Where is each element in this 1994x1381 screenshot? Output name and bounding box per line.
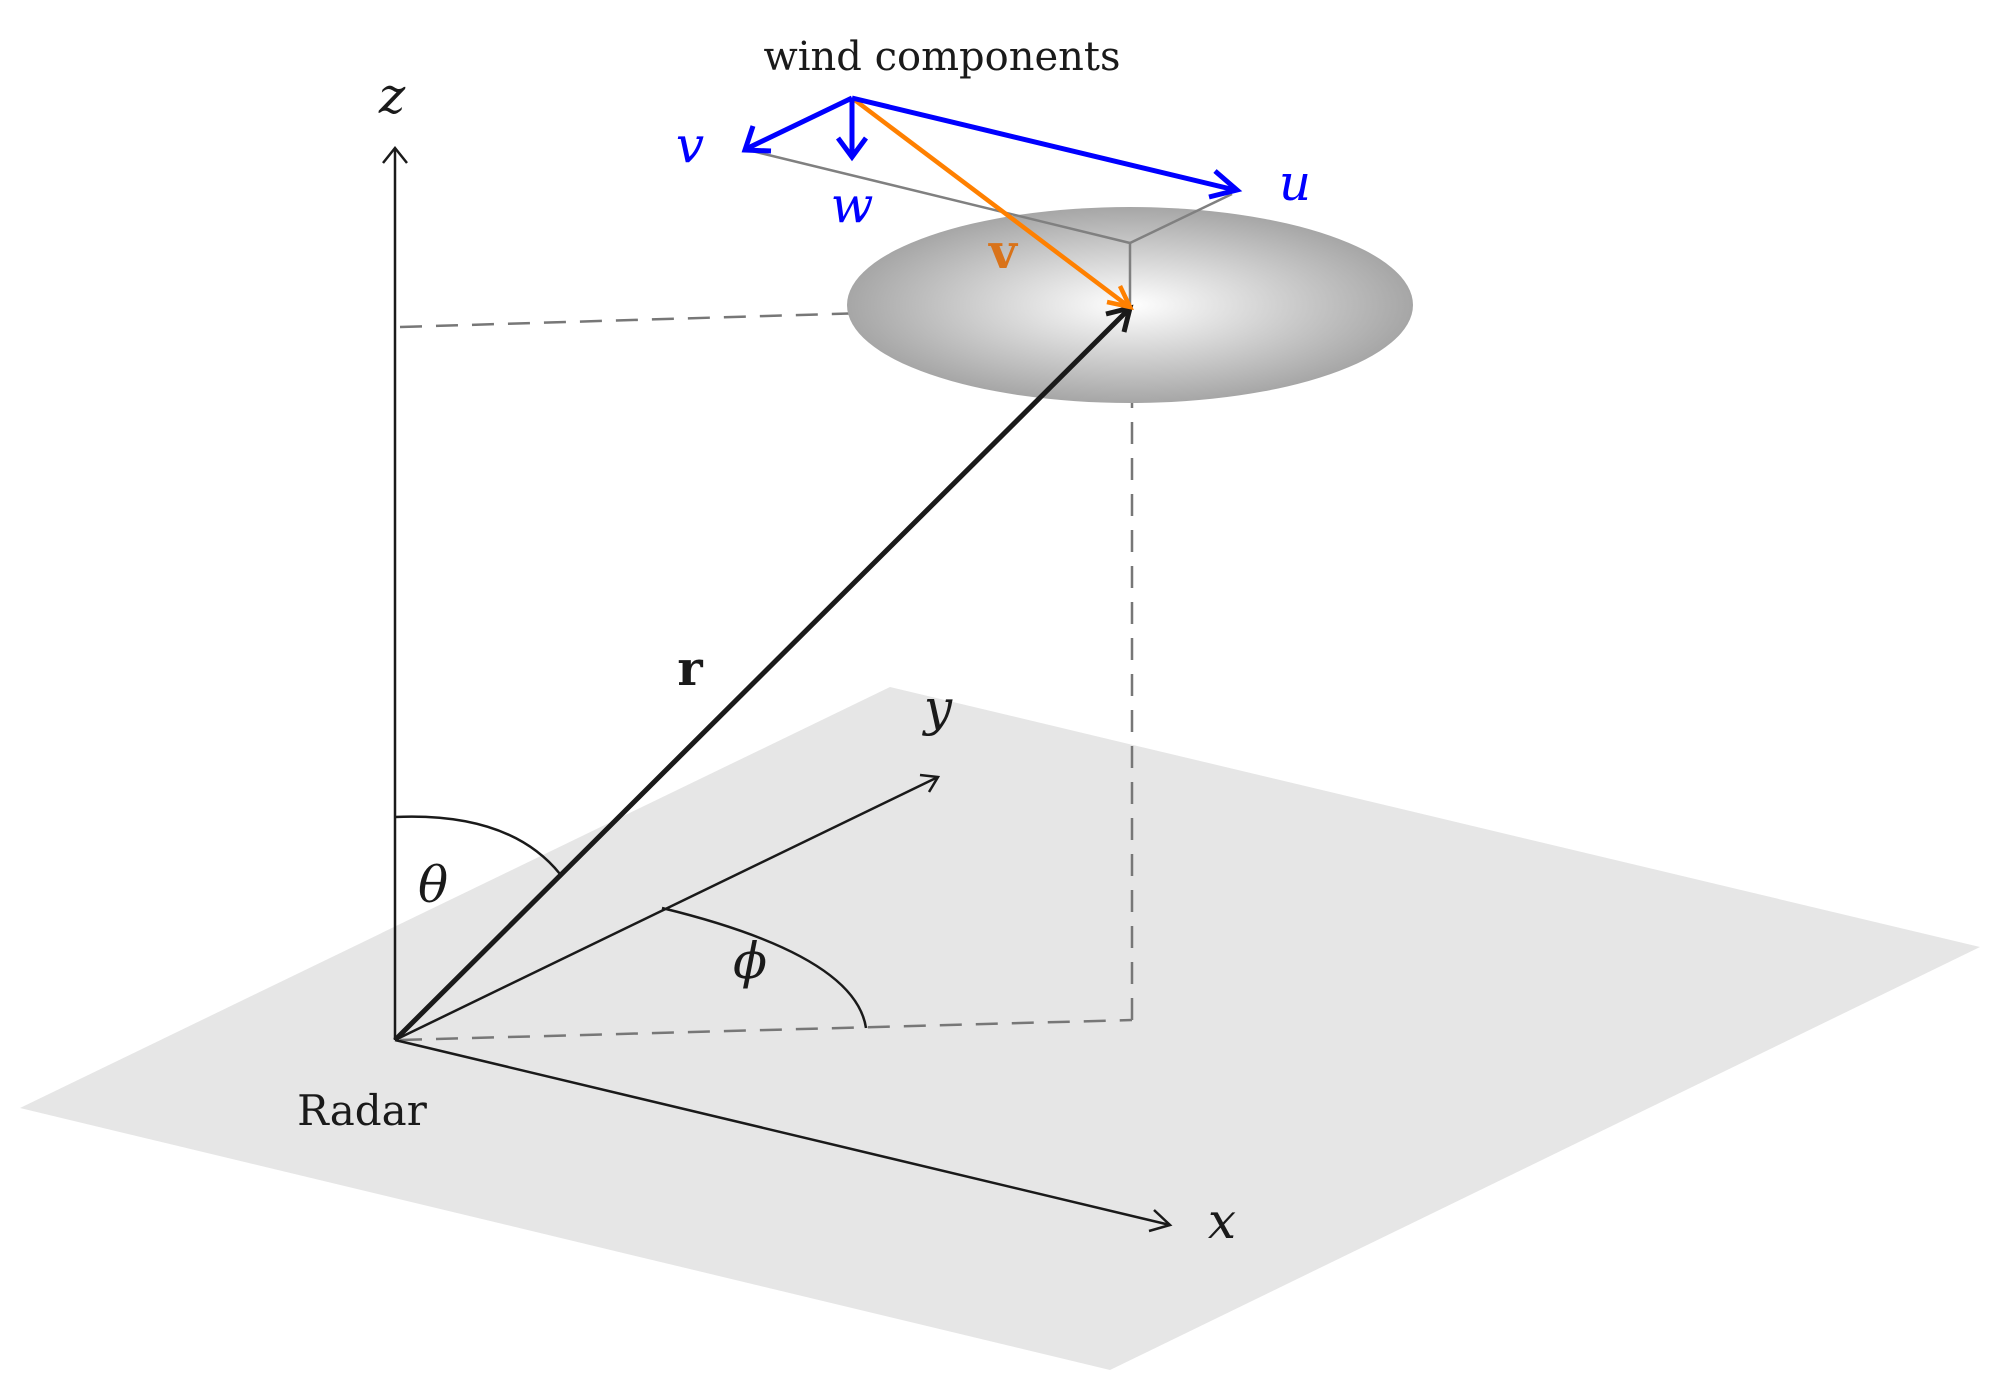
projection-lines — [399, 303, 1134, 1042]
w-component-arrowhead — [835, 136, 869, 162]
u-component-arrowhead — [1208, 169, 1243, 200]
component-construction — [747, 148, 1233, 305]
height-projection-line — [399, 303, 1133, 329]
component-label-w: w — [831, 176, 874, 234]
x-axis-line — [394, 1038, 1171, 1227]
construction-u-base — [1129, 192, 1233, 245]
phi-arc — [661, 906, 868, 1029]
u-component-shaft — [851, 95, 1236, 193]
component-label-u: u — [1279, 154, 1311, 212]
v-component-shaft — [746, 95, 854, 151]
wind-components — [741, 95, 1243, 200]
z-axis-arrowhead — [382, 145, 408, 164]
theta-label: θ — [418, 856, 448, 914]
wind-vector-shaft — [850, 96, 1130, 308]
x-axis — [394, 1038, 1173, 1233]
construction-v-base — [747, 148, 1131, 245]
diagram-title: wind components — [763, 34, 1120, 80]
phi-label: ϕ — [733, 932, 767, 990]
radar-label: Radar — [297, 1086, 428, 1135]
range-vector-shaft — [393, 308, 1130, 1042]
theta-arc — [394, 815, 561, 875]
axis-label-x: x — [1208, 1192, 1236, 1250]
ground-projection-line — [399, 1018, 1133, 1042]
wind-vector-arrowhead — [1106, 285, 1135, 311]
y-axis-arrowhead — [919, 773, 941, 793]
z-axis — [382, 145, 408, 1040]
ground-plane — [20, 687, 1980, 1370]
v-component-arrowhead — [741, 125, 772, 154]
axis-label-z: z — [378, 67, 406, 125]
axis-label-y: y — [922, 679, 953, 737]
wind-vector-label: v — [988, 224, 1019, 280]
range-vector-label: r — [677, 641, 703, 697]
wind-vector — [850, 96, 1135, 311]
x-axis-arrowhead — [1148, 1209, 1173, 1233]
component-label-v: v — [676, 116, 704, 174]
